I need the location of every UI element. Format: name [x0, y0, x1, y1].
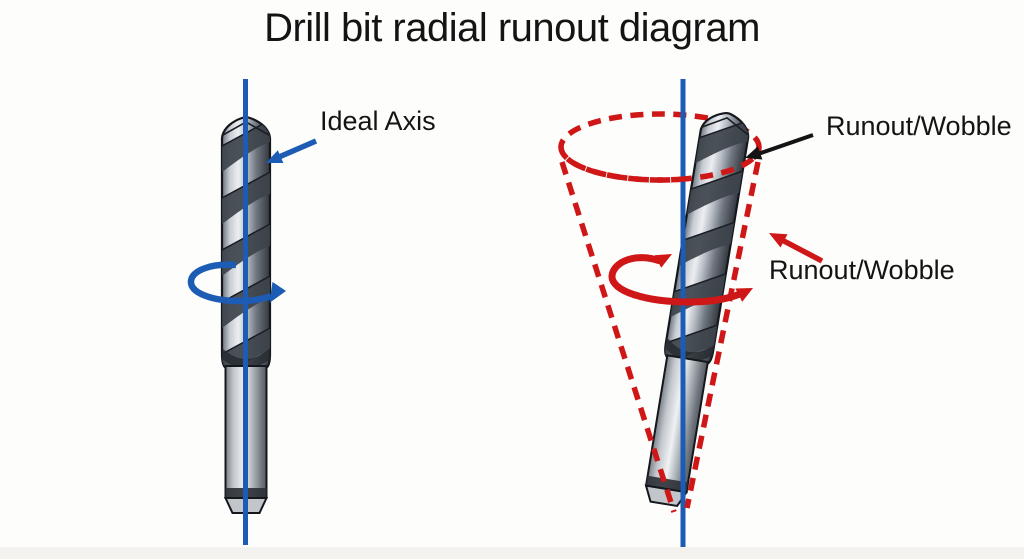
runout-cone-icon: [558, 146, 762, 513]
ideal-axis-pointer-icon: [266, 138, 318, 163]
runout-top-pointer-icon: [745, 133, 814, 160]
runout-wobble-label-top: Runout/Wobble: [826, 111, 1012, 141]
drill-bit-tilted: [640, 109, 751, 507]
rotation-arrow-red-icon: [608, 254, 753, 306]
rotation-arrow-blue-icon: [187, 261, 286, 305]
runout-side-pointer-icon: [769, 233, 824, 264]
bottom-edge-strip: [0, 547, 1024, 559]
page-title: Drill bit radial runout diagram: [264, 6, 760, 50]
right-figure: [558, 79, 824, 549]
runout-wobble-label-side: Runout/Wobble: [769, 255, 955, 285]
left-figure: [187, 79, 318, 545]
ideal-axis-label: Ideal Axis: [320, 106, 436, 136]
